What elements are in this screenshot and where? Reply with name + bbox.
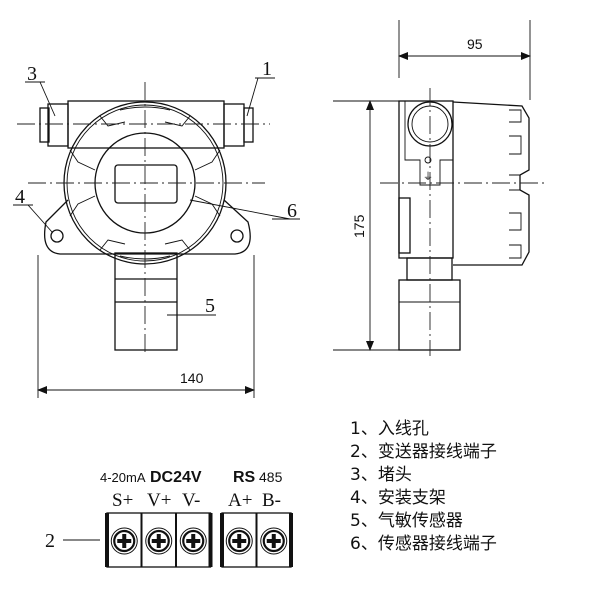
legend-num: 4、: [350, 488, 378, 508]
legend-item: 6、传感器接线端子: [350, 533, 497, 556]
label-rs: RS: [233, 469, 256, 486]
height-dimension: 175: [351, 214, 367, 238]
side-sensor: [398, 279, 461, 351]
legend-item: 5、气敏传感器: [350, 510, 497, 533]
legend-text: 传感器接线端子: [377, 534, 497, 554]
ground-icon: ⏚: [423, 171, 433, 183]
parts-legend: 1、入线孔 2、变送器接线端子 3、堵头 4、安装支架 5、气敏传感器 6、传感…: [350, 418, 497, 556]
left-boss: [47, 103, 69, 147]
mounting-bracket: [43, 199, 251, 255]
legend-item: 2、变送器接线端子: [350, 441, 497, 464]
width-dimension: 140: [180, 370, 204, 386]
legend-text: 安装支架: [377, 488, 446, 508]
cross-slot-icon: [232, 534, 247, 548]
terminal-label-b-minus: B-: [262, 490, 281, 511]
callout-4: 4: [15, 186, 25, 208]
terminal-label-v-plus: V+: [147, 490, 171, 511]
label-4-20ma: 4-20mA: [100, 470, 146, 485]
display-window: [114, 164, 178, 204]
terminal-label-s-plus: S+: [112, 490, 133, 511]
right-boss: [223, 103, 245, 147]
legend-num: 6、: [350, 534, 378, 554]
ground-screw: [424, 156, 432, 164]
terminal-screw-icon: [179, 527, 207, 555]
legend-num: 1、: [350, 419, 378, 439]
side-label-plate: [398, 197, 411, 254]
cross-slot-icon: [151, 534, 166, 548]
terminal-label-a-plus: A+: [228, 490, 252, 511]
cross-slot-icon: [186, 534, 201, 548]
terminal-screw-icon: [110, 527, 138, 555]
depth-dimension: 95: [467, 36, 483, 52]
callout-1: 1: [262, 58, 272, 80]
legend-item: 3、堵头: [350, 464, 497, 487]
legend-text: 变送器接线端子: [377, 442, 497, 462]
sensor-neck: [406, 257, 453, 281]
side-view: 95 ⏚ 175: [333, 20, 545, 356]
plug-nut: [39, 107, 50, 143]
terminal-screw-icon: [225, 527, 253, 555]
cross-slot-icon: [117, 534, 132, 548]
callout-3: 3: [27, 63, 37, 85]
cable-entry-nut: [243, 107, 254, 143]
terminal-label-v-minus: V-: [182, 490, 200, 511]
terminal-block: 4-20mA DC24V RS 485 S+ V+ V- A+ B- 2: [45, 469, 293, 568]
terminal-screw-icon: [145, 527, 173, 555]
terminal-screw-icon: [260, 527, 288, 555]
mount-hole-right: [230, 229, 244, 243]
side-cover: [452, 101, 530, 266]
cross-slot-icon: [266, 534, 281, 548]
legend-item: 1、入线孔: [350, 418, 497, 441]
legend-text: 入线孔: [377, 419, 429, 439]
callout-5: 5: [205, 295, 215, 317]
mount-hole-left: [50, 229, 64, 243]
callout-2: 2: [45, 530, 55, 552]
legend-num: 3、: [350, 465, 378, 485]
front-view: 3 1 4 6 5 140: [13, 58, 300, 398]
legend-text: 堵头: [377, 465, 412, 485]
callout-6: 6: [287, 200, 297, 222]
label-dc24v: DC24V: [150, 469, 202, 486]
legend-num: 2、: [350, 442, 378, 462]
legend-num: 5、: [350, 511, 378, 531]
label-485: 485: [259, 469, 283, 485]
legend-item: 4、安装支架: [350, 487, 497, 510]
legend-text: 气敏传感器: [377, 511, 463, 531]
